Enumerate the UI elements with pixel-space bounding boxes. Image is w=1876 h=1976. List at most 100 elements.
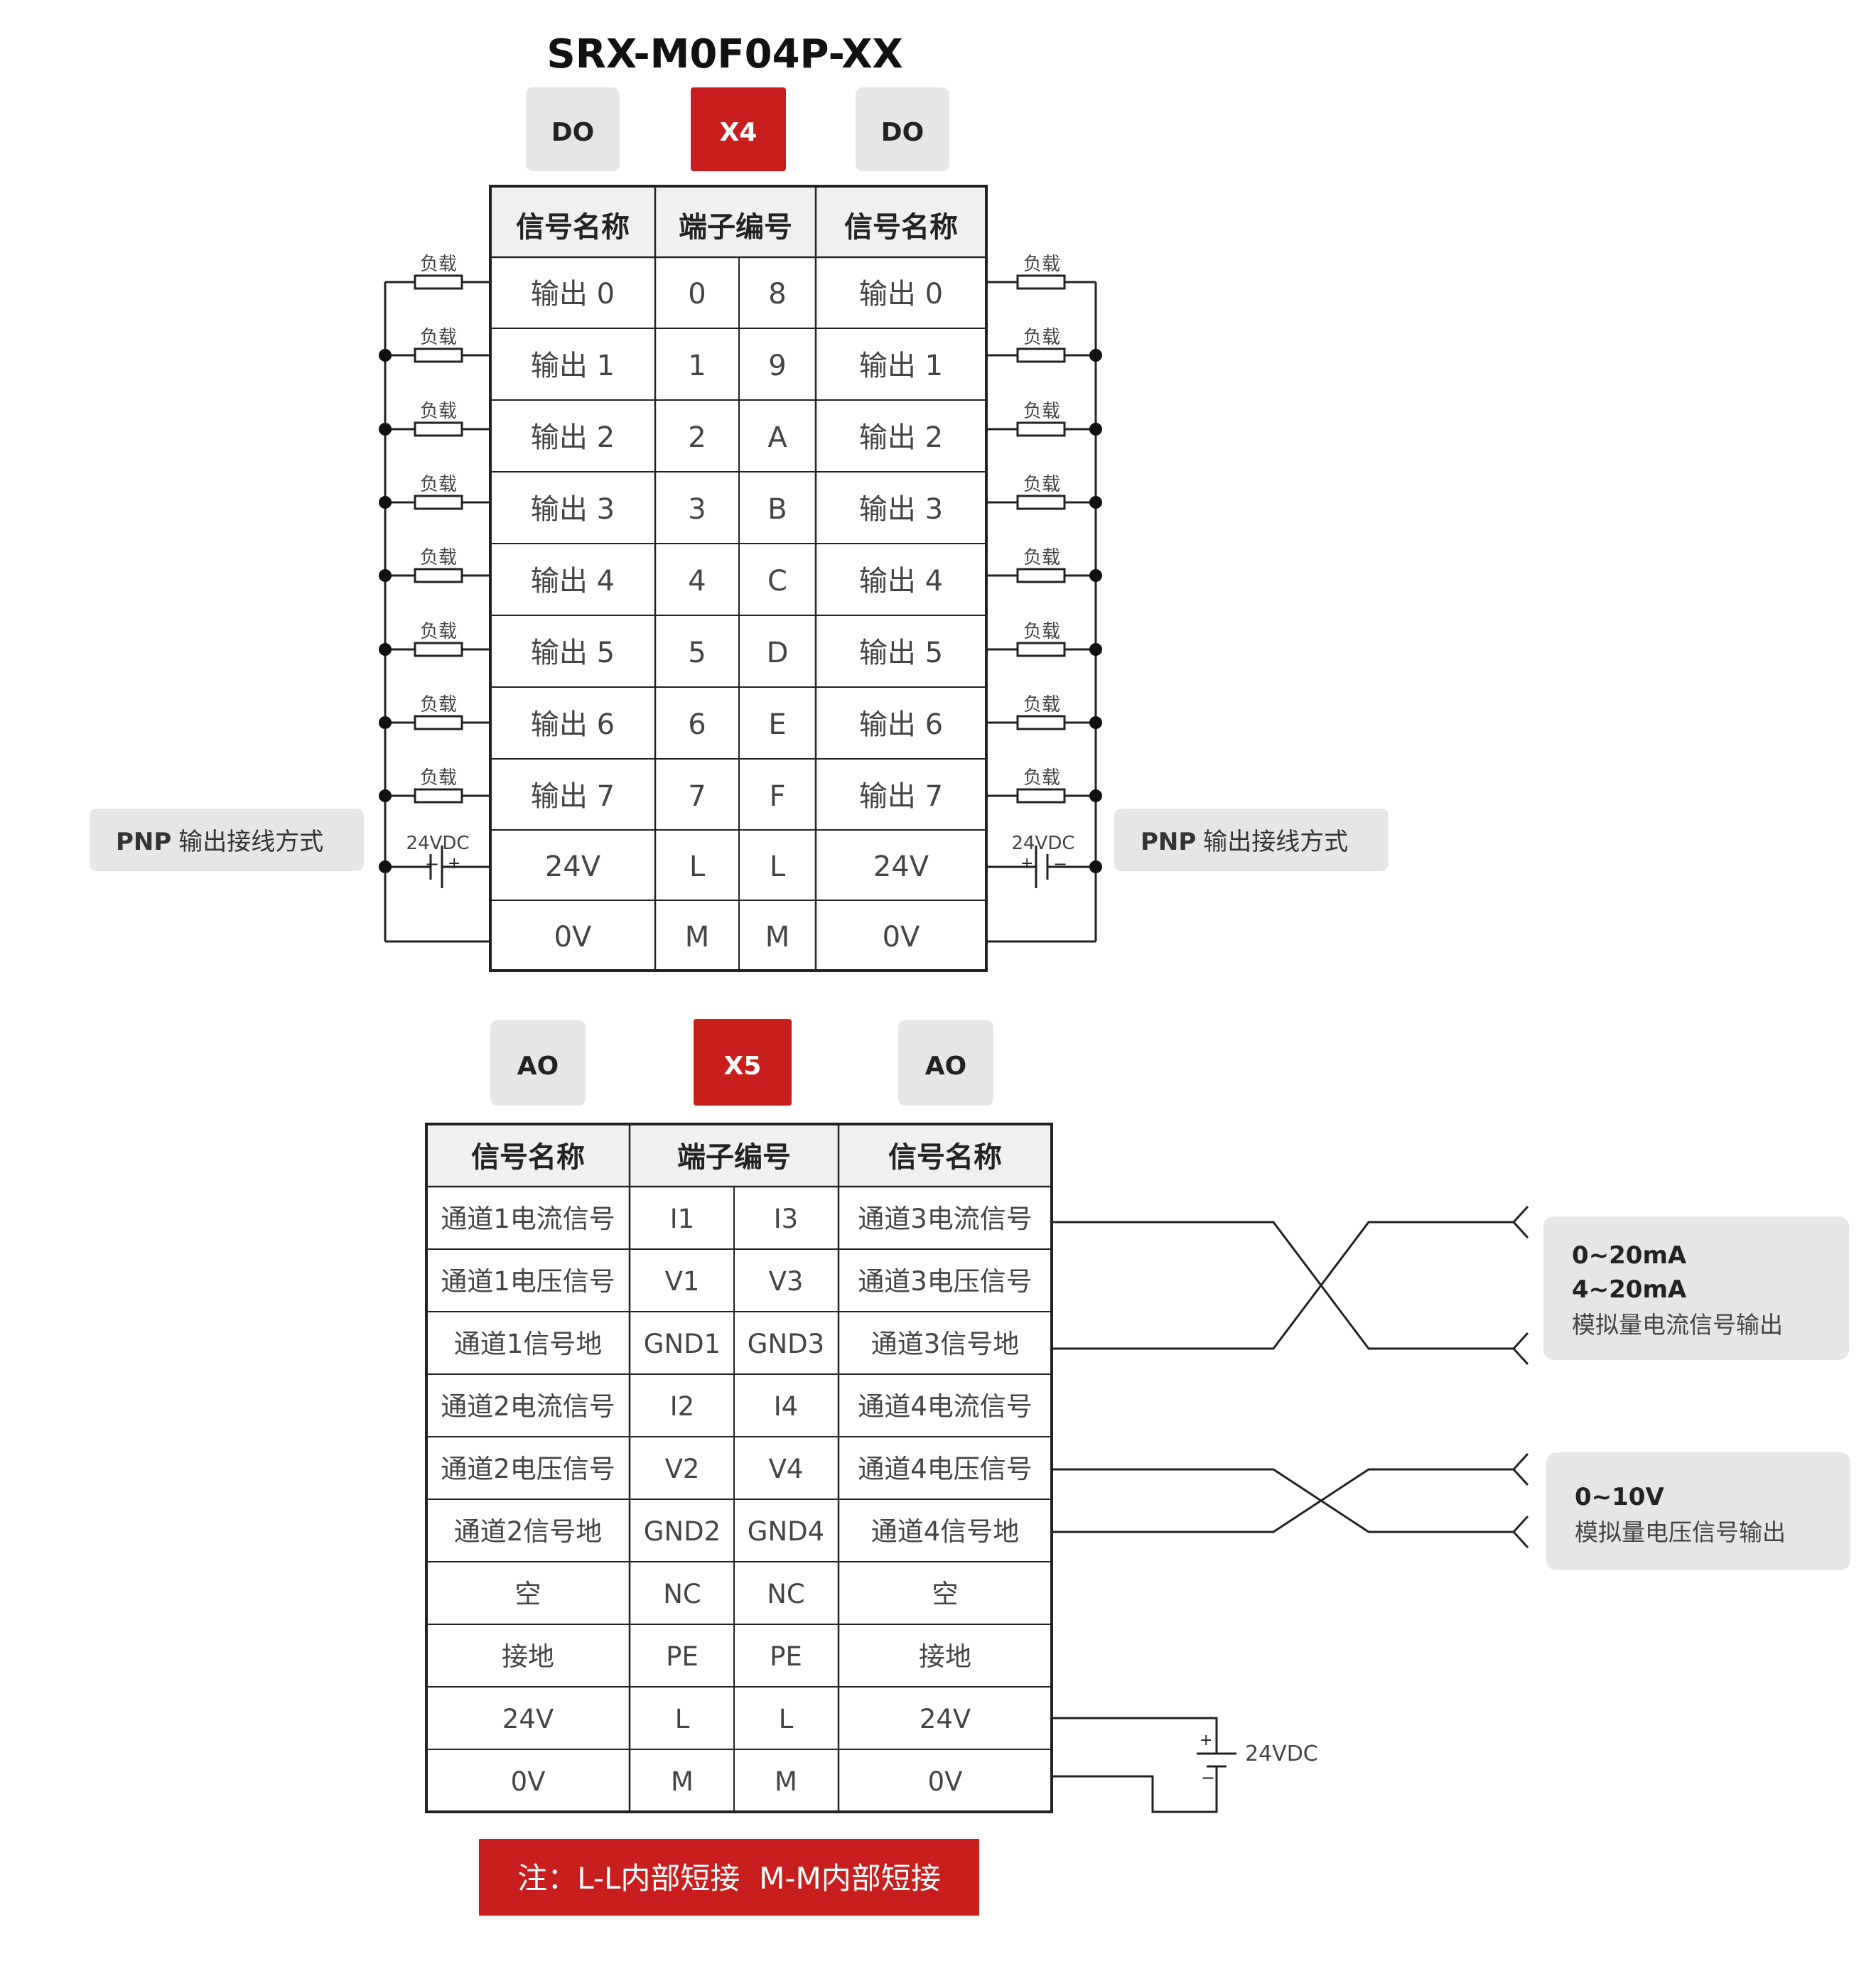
model-title: SRX-M0F04P-XX: [546, 31, 902, 77]
x5-row-3-right: 通道4电流信号: [858, 1391, 1033, 1422]
x4-row-4-right: 输出 4: [859, 565, 943, 598]
x4-left-pnp-bold: PNP: [116, 828, 171, 856]
voltage-output-badge: [1546, 1452, 1850, 1570]
x5-row-6-left: 空: [515, 1579, 541, 1609]
x4-right-load-label-0: 负载: [1023, 254, 1060, 275]
x4-right-supply-label: 24VDC: [1011, 833, 1074, 854]
battery-plus-icon: +: [448, 855, 460, 873]
x4-left-load-label-7: 负载: [420, 767, 457, 789]
x4-row-8-right: 24V: [873, 851, 929, 883]
x4-left-pnp-wiring: [384, 274, 490, 943]
x4-row-4-term-a: 4: [688, 565, 706, 598]
x4-row-1-term-a: 1: [688, 350, 706, 382]
x4-right-pnp-bold: PNP: [1141, 828, 1196, 856]
x5-supply-minus-icon: −: [1201, 1768, 1215, 1788]
x4-right-tag-label: DO: [881, 118, 924, 147]
x5-row-2-term-a: GND1: [644, 1329, 721, 1359]
x5-row-9-left: 0V: [511, 1766, 546, 1797]
x5-current-wiring: [1052, 1205, 1529, 1366]
x4-row-8-term-b: L: [770, 851, 786, 883]
x4-row-7-right: 输出 7: [859, 780, 943, 813]
x4-right-load-label-5: 负载: [1023, 621, 1060, 642]
x4-row-5-right: 输出 5: [859, 637, 943, 669]
x4-row-8-term-a: L: [689, 851, 706, 883]
x5-left-tag-label: AO: [517, 1052, 559, 1081]
x4-right-load-label-3: 负载: [1023, 474, 1060, 495]
x4-left-load-label-6: 负载: [420, 694, 457, 716]
x5-terminal-table: 信号名称 端子编号 信号名称 通道1电流信号 I1 I3 通道3电流信号 通道1…: [425, 1123, 1053, 1813]
x4-left-tag-label: DO: [551, 118, 595, 147]
current-output-badge: [1543, 1216, 1849, 1360]
x5-row-8-right: 24V: [920, 1704, 971, 1734]
x5-row-6-term-b: NC: [767, 1579, 805, 1609]
x4-connector-tag: [691, 87, 786, 171]
x5-row-0-term-b: I3: [774, 1204, 798, 1234]
x4-right-load-label-4: 负载: [1023, 547, 1060, 568]
x5-row-8-term-a: L: [675, 1704, 690, 1734]
x4-left-load-label-0: 负载: [420, 254, 457, 275]
x4-left-load-label-3: 负载: [420, 474, 457, 495]
x5-row-3-term-b: I4: [774, 1391, 798, 1422]
current-range-1: 0~20mA: [1572, 1241, 1687, 1270]
x4-row-3-left: 输出 3: [531, 493, 615, 526]
x4-header-signal-left: 信号名称: [516, 211, 630, 244]
x5-row-7-right: 接地: [919, 1641, 971, 1672]
x4-row-3-term-b: B: [767, 493, 787, 526]
x4-right-load-label-2: 负载: [1023, 401, 1060, 422]
x4-row-2-term-a: 2: [688, 421, 706, 454]
x5-row-8-term-b: L: [779, 1704, 794, 1734]
x4-connector-tag-label: X4: [720, 118, 758, 147]
x5-row-4-right: 通道4电压信号: [858, 1454, 1033, 1484]
x5-row-0-left: 通道1电流信号: [441, 1204, 615, 1234]
note-banner: [479, 1839, 979, 1916]
x5-row-4-term-a: V2: [665, 1454, 700, 1484]
x4-row-7-term-b: F: [769, 780, 785, 813]
x5-connector-tag: [694, 1019, 792, 1106]
x5-supply-label: 24VDC: [1245, 1742, 1318, 1766]
x4-right-pnp-text: 输出接线方式: [1203, 828, 1348, 856]
x4-right-load-label-7: 负载: [1023, 767, 1060, 789]
x5-row-1-term-b: V3: [769, 1266, 804, 1297]
x5-row-0-right: 通道3电流信号: [858, 1204, 1033, 1234]
x4-row-6-left: 输出 6: [531, 708, 615, 741]
x4-row-6-term-a: 6: [688, 708, 706, 741]
x5-left-tag: [490, 1020, 586, 1106]
x4-right-load-label-6: 负载: [1023, 694, 1060, 716]
current-range-2: 4~20mA: [1572, 1275, 1687, 1304]
x5-header-signal-right: 信号名称: [888, 1141, 1002, 1174]
x4-row-0-term-b: 8: [768, 278, 786, 311]
x4-row-3-right: 输出 3: [859, 493, 943, 526]
x4-row-4-left: 输出 4: [531, 565, 615, 598]
x4-row-9-right: 0V: [883, 921, 920, 954]
battery-plus-icon: +: [1020, 855, 1033, 873]
x4-left-load-label-5: 负载: [420, 621, 457, 642]
x4-row-8-left: 24V: [545, 851, 601, 883]
x5-row-5-right: 通道4信号地: [871, 1516, 1020, 1547]
x4-row-1-right: 输出 1: [859, 350, 943, 382]
x5-supply-wiring: [1052, 1717, 1236, 1813]
x5-row-1-left: 通道1电压信号: [441, 1266, 615, 1297]
x4-row-0-term-a: 0: [688, 278, 706, 311]
current-output-label: 模拟量电流信号输出: [1572, 1311, 1783, 1339]
x4-right-tag: [856, 87, 949, 171]
x5-row-4-left: 通道2电压信号: [441, 1454, 615, 1484]
x5-row-5-left: 通道2信号地: [454, 1516, 603, 1547]
x4-left-tag: [526, 87, 620, 171]
x5-row-6-term-a: NC: [663, 1579, 701, 1609]
x5-row-5-term-a: GND2: [644, 1516, 721, 1547]
x4-row-7-term-a: 7: [688, 780, 706, 813]
x4-row-2-term-b: A: [767, 421, 787, 454]
x4-row-5-term-b: D: [767, 637, 789, 669]
x5-row-2-term-b: GND3: [748, 1329, 824, 1359]
x4-row-1-left: 输出 1: [531, 350, 615, 382]
x4-left-pnp-badge: [90, 809, 364, 871]
x4-left-junction-dots: [379, 349, 392, 873]
x5-row-7-term-a: PE: [666, 1641, 699, 1672]
x4-right-pnp-badge: [1114, 809, 1389, 871]
x4-row-0-left: 输出 0: [531, 278, 615, 311]
x5-right-tag: [898, 1020, 993, 1106]
x5-row-2-left: 通道1信号地: [454, 1329, 603, 1359]
x4-row-0-right: 输出 0: [859, 278, 943, 311]
x5-row-3-term-a: I2: [670, 1391, 694, 1422]
